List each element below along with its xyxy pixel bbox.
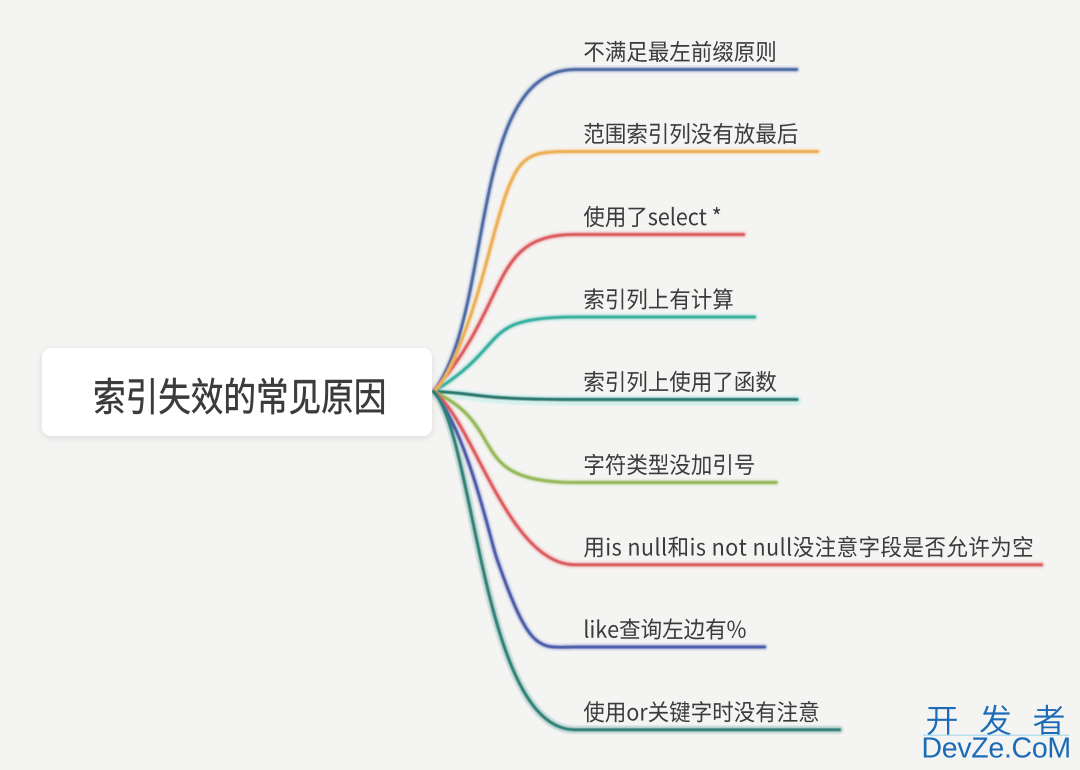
svg-text:DevZe.CoM: DevZe.CoM — [922, 733, 1071, 765]
